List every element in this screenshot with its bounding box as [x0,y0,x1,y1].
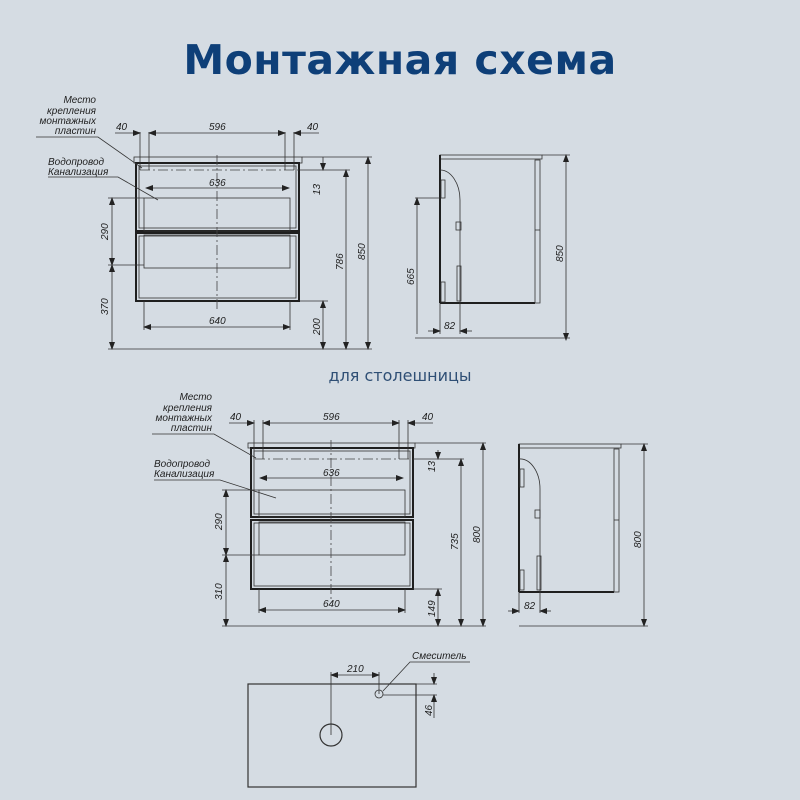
dim-right-offset-2: 40 [422,412,434,423]
dim-pipe-zone: 290 [100,223,111,241]
label-mount: Место [63,95,96,106]
label-mount-4: пластин [55,126,97,137]
label-mount-b: Место [179,392,212,403]
dim-left-offset-2: 40 [230,412,242,423]
pipe-zone-hatch-2 [258,489,406,518]
lower-drawer [135,232,300,302]
front-view-2: 40 596 40 636 640 290 310 13 149 735 800… [152,392,486,627]
label-mixer: Смеситель [412,651,467,662]
label-mount-2: крепления [47,106,97,117]
upper-drawer-2 [250,447,414,518]
dim-height-total-2: 800 [472,526,483,543]
dim-pipe-zone-2: 290 [214,513,225,531]
label-mount-3: монтажных [40,116,97,127]
label-mount-b-2: крепления [163,403,213,414]
dim-height-inner: 786 [335,253,346,270]
dim-bottom-width-2: 640 [323,599,340,610]
countertop-outline [247,683,417,788]
dim-pipe-from-floor-2: 310 [214,583,225,600]
dim-side-depth: 82 [444,321,456,332]
dim-mixer-from-edge: 46 [424,704,435,716]
dim-top-gap-2: 13 [427,460,438,472]
dim-plate-span: 596 [209,122,226,133]
dim-side-total: 850 [555,245,566,262]
top-view-countertop: 210 46 Смеситель [247,651,470,788]
dim-side-total-2: 800 [633,531,644,548]
side-view-2: 82 800 [508,443,648,627]
page-title: Монтажная схема [183,36,617,84]
dim-inner-width: 636 [209,178,226,189]
side-view-1: 665 82 850 [406,154,570,341]
dim-top-gap: 13 [312,183,323,195]
dim-cabinet-from-floor: 200 [312,318,323,336]
lower-drawer-2 [250,519,414,590]
dim-mixer-offset: 210 [346,664,364,675]
label-pipes-2: Канализация [48,167,109,178]
dim-left-offset: 40 [116,122,128,133]
dim-side-height: 665 [406,268,417,285]
upper-drawer [135,162,300,232]
dim-right-offset: 40 [307,122,319,133]
front-view-1: 40 596 40 636 640 290 370 13 200 786 850… [36,95,372,350]
dim-inner-width-2: 636 [323,468,340,479]
label-mount-b-3: монтажных [156,413,213,424]
dim-height-total: 850 [357,243,368,260]
dim-bottom-width: 640 [209,316,226,327]
section-subtitle: для столешницы [328,366,472,385]
dim-pipe-from-floor: 370 [100,298,111,315]
label-pipes-b: Водопровод [154,459,211,470]
label-pipes: Водопровод [48,157,105,168]
dim-side-depth-2: 82 [524,601,536,612]
label-mount-b-4: пластин [171,423,213,434]
dim-plate-span-2: 596 [323,412,340,423]
dim-height-inner-2: 735 [450,533,461,550]
dim-cabinet-from-floor-2: 149 [427,600,438,617]
label-pipes-b-2: Канализация [154,469,215,480]
